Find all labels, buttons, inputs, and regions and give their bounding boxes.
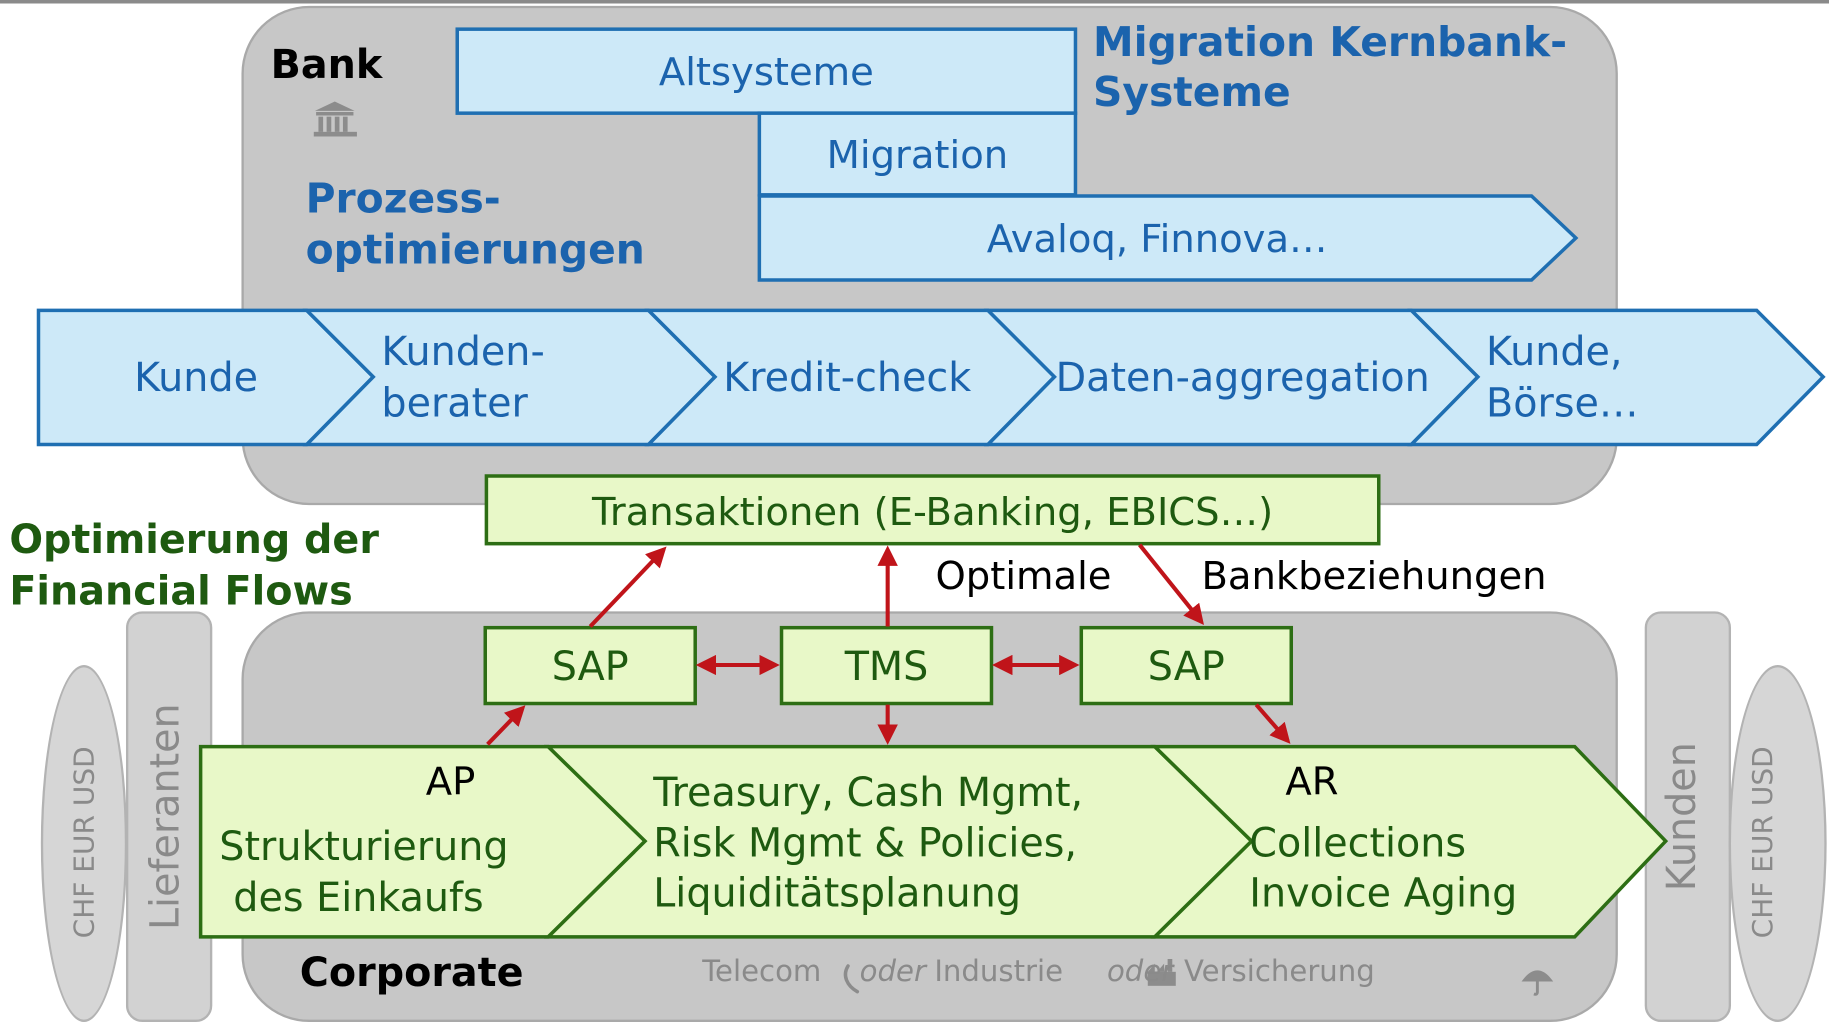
ap-text-line2: des Einkaufs xyxy=(233,875,484,922)
treasury-text-line3: Liquiditätsplanung xyxy=(653,870,1021,918)
bank-label: Bank xyxy=(270,42,383,89)
oder-2: oder xyxy=(1106,954,1174,989)
process-step-1-label: Kunde xyxy=(134,354,259,402)
process-step-2-label-line2: berater xyxy=(381,380,528,428)
industry-versicherung: Versicherung xyxy=(1183,954,1375,989)
ar-text-line2: Invoice Aging xyxy=(1249,870,1518,918)
top-rule xyxy=(0,0,1829,4)
process-step-5-label-line1: Kunde, xyxy=(1486,329,1623,376)
supplier-label: Lieferanten xyxy=(142,703,189,931)
transactions-label: Transaktionen (E-Banking, EBICS…) xyxy=(592,488,1274,535)
treasury-text-line2: Risk Mgmt & Policies, xyxy=(653,820,1078,867)
migration-title-line2: Systeme xyxy=(1092,70,1291,117)
ap-label: AP xyxy=(425,758,476,804)
arrow-sap-to-ar xyxy=(1254,703,1291,744)
ap-text-line1: Strukturierung xyxy=(219,823,509,871)
customer-ellipse xyxy=(1728,665,1827,1022)
migration-title-line1: Migration Kernbank- xyxy=(1092,19,1568,67)
supplier-bar xyxy=(125,611,213,1022)
flows-title-line2: Financial Flows xyxy=(9,568,353,615)
process-title-line2: optimierungen xyxy=(305,227,645,275)
ar-shape xyxy=(1150,744,1669,939)
new-systems-arrow xyxy=(757,194,1579,282)
customer-label: Kunden xyxy=(1658,742,1706,892)
process-step-2-label-line1: Kunden- xyxy=(381,329,545,376)
sap-left-box xyxy=(483,625,697,706)
industry-industrie: Industrie xyxy=(934,954,1064,989)
left-currencies: CHF EUR USD xyxy=(67,746,101,939)
umbrella-icon xyxy=(1521,970,1554,996)
optimal-label: Optimale xyxy=(935,553,1112,599)
sap-right-box xyxy=(1079,625,1294,706)
transactions-box xyxy=(484,474,1381,546)
bank-relations-label: Bankbeziehungen xyxy=(1201,553,1547,599)
right-currencies: CHF EUR USD xyxy=(1746,746,1779,939)
tms-label: TMS xyxy=(844,644,929,691)
corporate-label: Corporate xyxy=(299,949,524,997)
altsysteme-label: Altsysteme xyxy=(658,49,874,95)
arrow-transactions-to-sap xyxy=(1138,543,1204,626)
phone-icon xyxy=(843,964,860,994)
ar-label: AR xyxy=(1285,758,1339,804)
arrow-ap-to-sap xyxy=(486,705,526,746)
sap-left-label: SAP xyxy=(551,644,629,691)
flows-title-line1: Optimierung der xyxy=(9,516,379,564)
industry-telecom: Telecom xyxy=(702,954,822,989)
process-step-3-label: Kredit-check xyxy=(723,354,972,402)
sap-right-label: SAP xyxy=(1147,644,1225,691)
ar-text-line1: Collections xyxy=(1249,820,1467,867)
treasury-text-line1: Treasury, Cash Mgmt, xyxy=(653,770,1084,817)
bank-icon xyxy=(313,101,357,137)
migration-label: Migration xyxy=(826,131,1009,178)
process-step-5-label-line2: Börse… xyxy=(1486,380,1639,428)
arrow-sap-to-transactions xyxy=(588,546,667,628)
process-step-5-shape xyxy=(1407,308,1826,447)
oder-1: oder xyxy=(859,954,926,989)
process-title-line1: Prozess- xyxy=(305,176,501,223)
tms-box xyxy=(779,625,994,706)
process-step-4-label: Daten-aggregation xyxy=(1055,354,1430,402)
new-systems-label: Avaloq, Finnova… xyxy=(986,215,1328,262)
